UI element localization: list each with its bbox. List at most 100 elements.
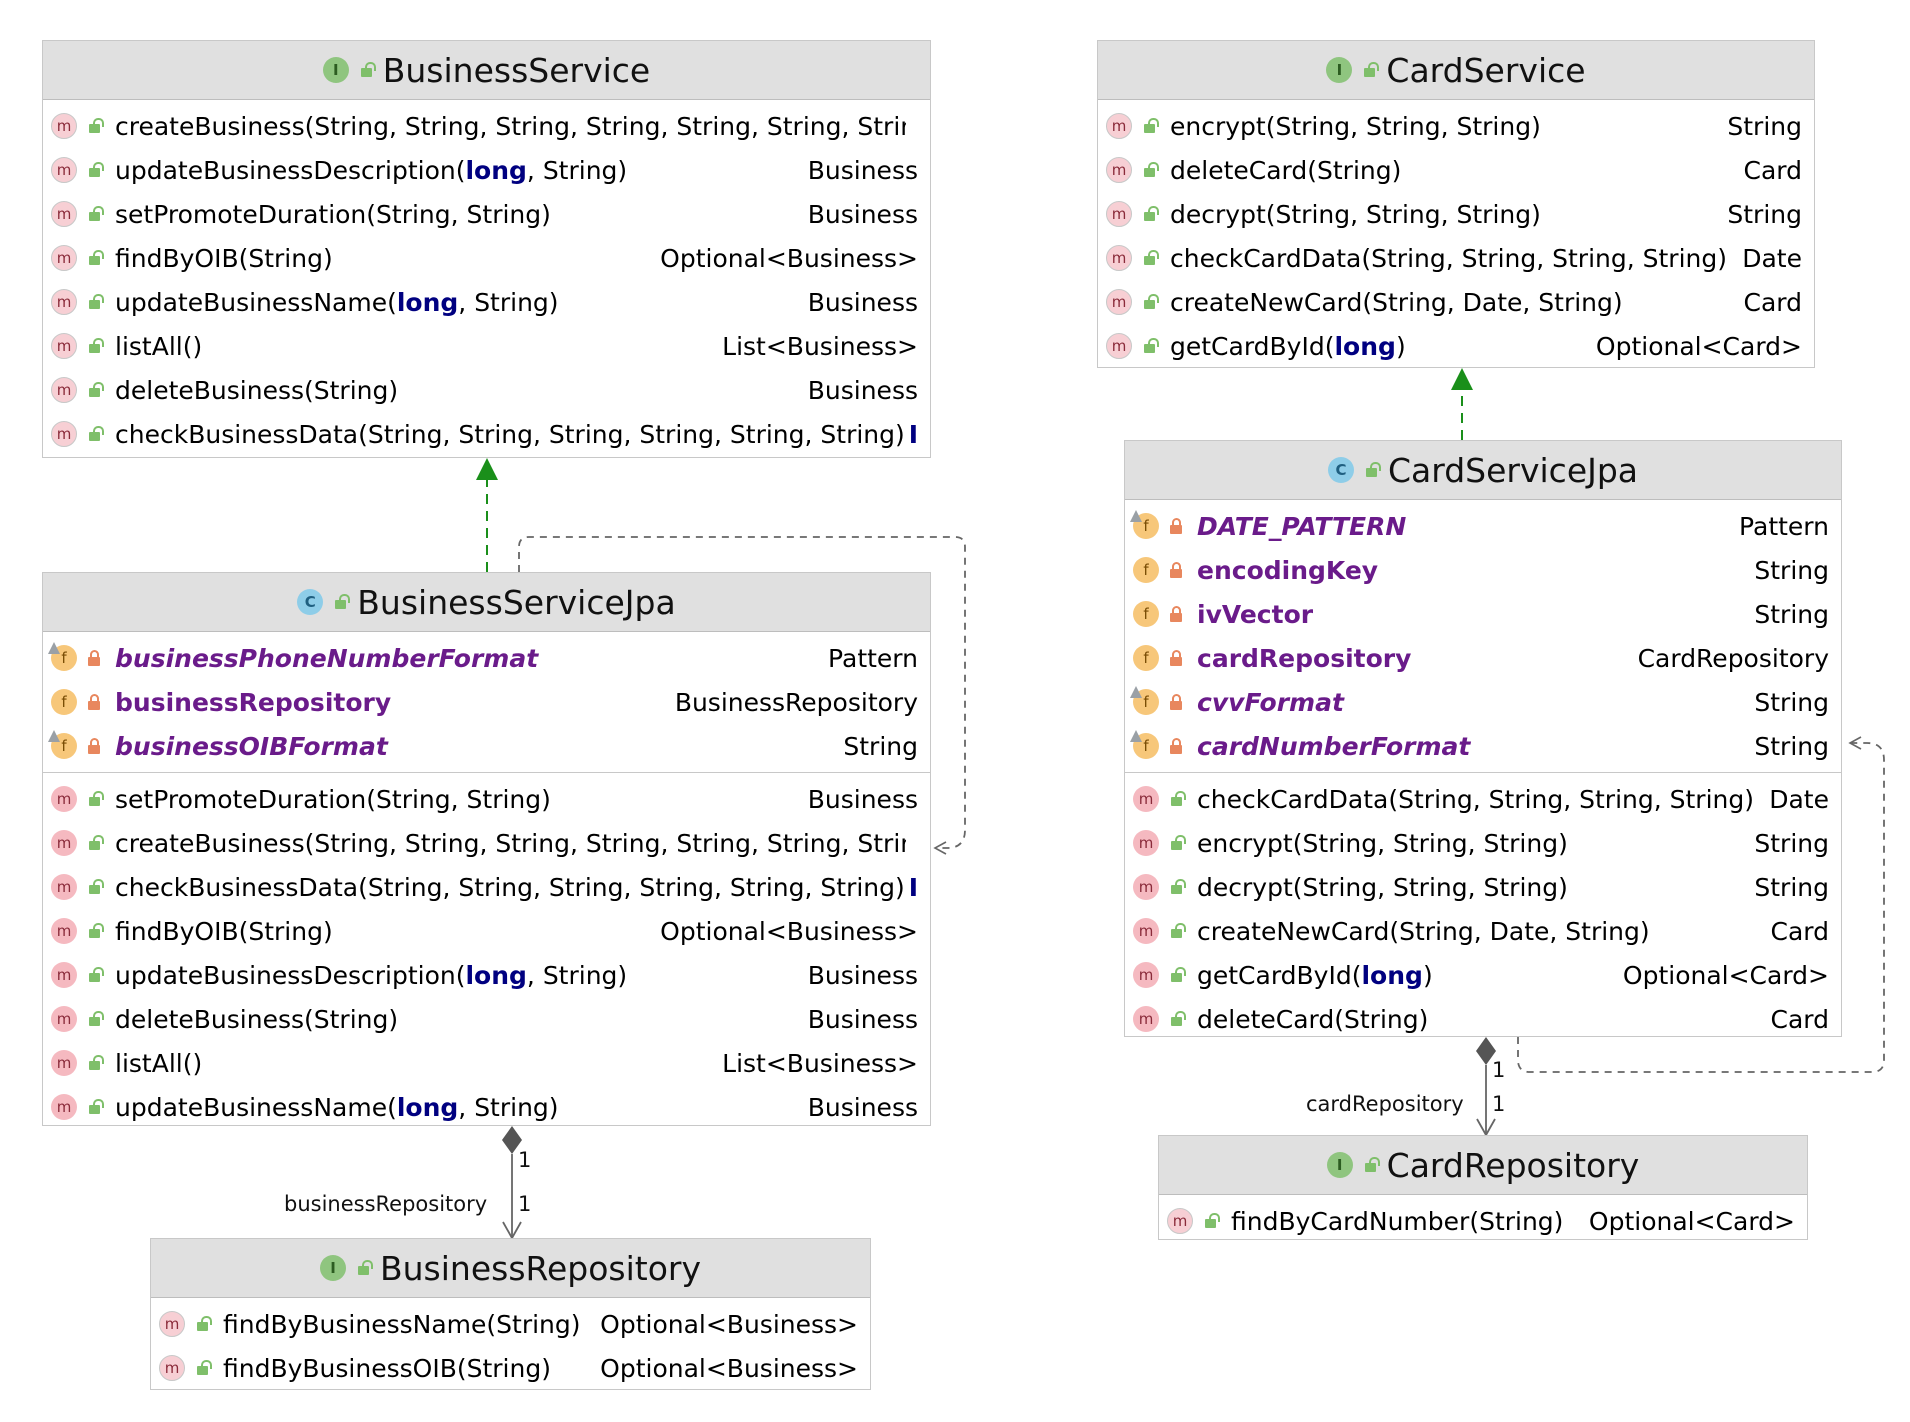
abstract-method-icon: m [1106,333,1132,359]
type-keyword: long [1334,331,1396,361]
realization-business-service [476,458,498,572]
class-icon: C [1327,457,1354,483]
return-type: I [908,419,918,449]
abstract-method-icon: m [51,201,77,227]
abstract-method-icon: m [51,113,77,139]
return-type: Business [807,199,918,229]
field-type: String [843,731,918,761]
field-icon: f [1133,557,1159,583]
field-icon: f [51,689,77,715]
public-visibility-icon [1169,791,1186,807]
method-signature: getCardById(long) [1197,961,1611,990]
lock-open-icon [87,162,104,178]
method-signature: updateBusinessName(long, String) [115,288,796,317]
method-signature: listAll() [115,331,203,361]
field-type: Pattern [828,643,918,673]
public-visibility-icon [87,382,104,398]
lock-open-icon [1142,250,1159,266]
class-header: I CardRepository [1159,1136,1807,1195]
method-name-part: updateBusinessDescription( [115,960,466,990]
lock-open-icon [1142,206,1159,222]
abstract-method-icon: m [159,1355,185,1381]
method-signature: checkCardData(String, String, String, St… [1170,243,1727,273]
field-icon: f [1133,601,1159,627]
private-visibility-icon [1169,738,1183,754]
abstract-method-icon: m [51,333,77,359]
method-signature: createNewCard(String, Date, String) [1197,916,1650,946]
return-type: Business [807,1092,918,1122]
abstract-method-icon: m [1106,157,1132,183]
abstract-method-icon: m [1106,245,1132,271]
public-visibility-icon [1169,835,1186,851]
interface-icon: I [320,1255,346,1281]
class-title: BusinessService [382,50,651,90]
method-params-part: , String) [526,155,628,185]
public-visibility-icon [87,967,104,983]
method-row[interactable]: m checkCardData(String, String, String, S… [1098,236,1814,280]
private-visibility-icon [1169,606,1183,622]
return-type: Business [807,960,918,990]
multiplicity-label: 1 [518,1192,532,1216]
method-signature: updateBusinessDescription(long, String) [115,156,796,185]
method-name-part: getCardById( [1197,960,1362,990]
method-icon: m [51,962,77,988]
lock-open-icon [1169,835,1186,851]
lock-open-icon [1203,1213,1220,1229]
lock-icon [87,650,101,666]
method-icon: m [51,786,77,812]
abstract-method-icon: m [51,377,77,403]
method-icon: m [51,1050,77,1076]
field-name: businessOIBFormat [115,731,388,761]
return-type: Card [1770,1004,1829,1034]
public-visibility-icon [87,206,104,222]
field-name: cvvFormat [1197,687,1344,717]
